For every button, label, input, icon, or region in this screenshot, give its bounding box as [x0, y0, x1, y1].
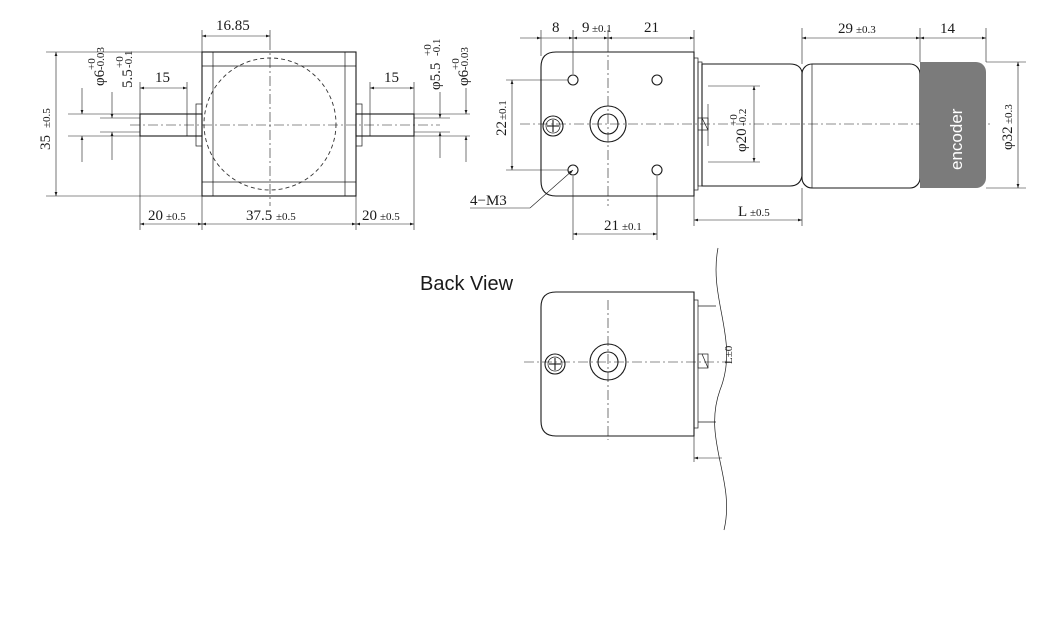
dim-14: 14: [940, 21, 956, 37]
side-gearbox-plate: [540, 51, 695, 197]
side-view: encoder 8 9 ±0.1 21 22 ±0.1 4−M3 21 ±0.1: [470, 20, 1026, 240]
dim-height-35: 35: [38, 135, 54, 150]
back-view-title: Back View: [420, 273, 514, 295]
tol-bottom-left: ±0.5: [166, 211, 186, 223]
dim-length: L: [738, 204, 747, 220]
dim-bottom-left: 20: [148, 208, 163, 224]
dim-8: 8: [552, 20, 560, 36]
dim-bottom-mid: 37.5: [246, 208, 272, 224]
encoder-housing: [801, 63, 921, 189]
tol-bottom-mid: ±0.5: [276, 211, 296, 223]
tol-motor-upper: +0: [728, 114, 740, 126]
front-gearbox-body: [201, 51, 357, 197]
hole-note: 4−M3: [470, 193, 507, 209]
dim-shaft-dia-left: φ6: [92, 69, 108, 86]
dim-21-bottom: 21: [604, 218, 619, 234]
dim-shaft-len-left: 15: [155, 70, 170, 86]
tol-outer-dia: ±0.3: [1003, 104, 1015, 124]
tol-9: ±0.1: [592, 23, 612, 35]
dim-21-top: 21: [644, 20, 659, 36]
dim-flat-left: 5.5: [120, 69, 136, 88]
dim-shaft-dia-right: φ6: [456, 69, 472, 86]
tol-21-bottom: ±0.1: [622, 221, 642, 233]
back-gearbox-plate: [540, 291, 695, 437]
mount-hole: [651, 164, 663, 176]
dim-flat-dia-right: φ5.5: [428, 63, 444, 90]
tol-shaft-left-lower: -0.03: [95, 47, 107, 70]
dim-16-85: 16.85: [216, 18, 250, 34]
dim-22: 22: [494, 121, 510, 136]
tol-shaft-right-lower: -0.03: [459, 47, 471, 70]
encoder-label: encoder: [947, 108, 966, 170]
tol-length: ±0.5: [750, 207, 770, 219]
tol-flat-right-upper: +0: [422, 44, 434, 56]
front-view: 16.85 φ6 +0 -0.03 5.5 +0 -0.1 15 15: [38, 18, 472, 230]
dim-outer-dia: φ32: [1000, 126, 1016, 150]
break-line: [714, 247, 728, 531]
tol-bottom-right: ±0.5: [380, 211, 400, 223]
tol-29: ±0.3: [856, 24, 876, 36]
dim-motor-dia: φ20: [734, 128, 750, 152]
back-view: Back View L±0: [420, 247, 735, 531]
back-cut-label: L±0: [723, 345, 735, 364]
mount-hole: [567, 74, 579, 86]
tol-22: ±0.1: [497, 100, 509, 120]
screw-icon: [542, 115, 564, 137]
dim-bottom-right: 20: [362, 208, 377, 224]
dim-9: 9: [582, 20, 590, 36]
tol-shaft-left-upper: +0: [86, 58, 98, 70]
tol-height: ±0.5: [41, 108, 53, 128]
tol-flat-right-lower: -0.1: [431, 39, 443, 56]
tol-flat-left-lower: -0.1: [123, 51, 135, 68]
screw-icon: [544, 353, 566, 375]
dim-shaft-len-right: 15: [384, 70, 399, 86]
motor-body: [701, 63, 803, 187]
tol-shaft-right-upper: +0: [450, 58, 462, 70]
encoder-block: [920, 62, 986, 188]
tol-motor-lower: -0.2: [737, 109, 749, 126]
dim-29: 29: [838, 21, 853, 37]
mount-hole: [651, 74, 663, 86]
tol-flat-left-upper: +0: [114, 56, 126, 68]
